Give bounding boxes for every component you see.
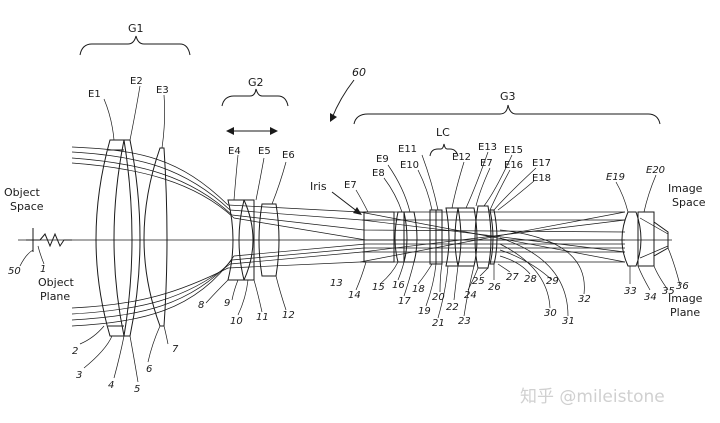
surface-4: 4	[108, 380, 114, 391]
iris-label: Iris	[310, 180, 327, 193]
label-g1: G1	[128, 22, 144, 35]
surface-29: 29	[546, 276, 559, 287]
label-e6: E6	[282, 150, 295, 161]
surface-50: 50	[8, 266, 21, 277]
label-e7-front: E7	[344, 180, 357, 191]
label-e12: E12	[452, 152, 471, 163]
surface-leaders	[79, 229, 681, 383]
surface-2: 2	[72, 346, 78, 357]
surface-25: 25	[472, 276, 485, 287]
label-e10: E10	[400, 160, 419, 171]
surface-11: 11	[256, 312, 269, 323]
surface-19: 19	[418, 306, 431, 317]
label-e2: E2	[130, 76, 143, 87]
g2-bracket	[221, 88, 289, 107]
surface-28: 28	[524, 274, 537, 285]
label-e20: E20	[646, 165, 665, 176]
image-plane-line2: Plane	[670, 306, 700, 319]
surface-8: 8	[198, 300, 204, 311]
surface-9: 9	[224, 298, 230, 309]
label-e15: E15	[504, 145, 523, 156]
object-plane-symbol	[26, 228, 72, 252]
surface-10: 10	[230, 316, 243, 327]
surface-24: 24	[464, 290, 477, 301]
leader-50	[19, 249, 34, 267]
surface-6: 6	[146, 364, 152, 375]
label-e17: E17	[532, 158, 551, 169]
lens-e19	[621, 211, 642, 267]
label-e16: E16	[504, 160, 523, 171]
surface-16: 16	[392, 280, 405, 291]
object-plane-line2: Plane	[40, 290, 70, 303]
label-e5: E5	[258, 146, 271, 157]
image-plane-line1: Image	[668, 292, 703, 305]
image-space-line2: Space	[672, 196, 706, 209]
surface-26: 26	[488, 282, 501, 293]
surface-35: 35	[662, 286, 675, 297]
object-plane-line1: Object	[38, 276, 75, 289]
surface-17: 17	[398, 296, 411, 307]
lc-bracket	[429, 143, 459, 157]
surface-1: 1	[40, 264, 46, 275]
label-system-60: 60	[352, 66, 366, 79]
label-e7-rear: E7	[480, 158, 493, 169]
g2-move-arrow	[226, 127, 278, 135]
lens-e1	[95, 139, 125, 337]
surface-27: 27	[506, 272, 519, 283]
surface-32: 32	[578, 294, 591, 305]
label-e9: E9	[376, 154, 389, 165]
surface-15: 15	[372, 282, 385, 293]
surface-3: 3	[76, 370, 82, 381]
ray-bundle-lower	[71, 243, 625, 327]
label-g3: G3	[500, 90, 516, 103]
label-e8: E8	[372, 168, 385, 179]
label-lc: LC	[436, 126, 450, 139]
label-e4: E4	[228, 146, 241, 157]
element-leaders	[103, 85, 657, 213]
surface-14: 14	[348, 290, 361, 301]
surface-30: 30	[544, 308, 557, 319]
surface-18: 18	[412, 284, 425, 295]
label-g2: G2	[248, 76, 264, 89]
image-space-line1: Image	[668, 182, 703, 195]
system-arrow	[330, 79, 355, 122]
lens-e10-e11	[429, 209, 443, 265]
surface-13: 13	[330, 278, 343, 289]
watermark: 知乎 @mileistone	[520, 387, 665, 407]
surface-7: 7	[172, 344, 179, 355]
surface-22: 22	[446, 302, 459, 313]
label-e13: E13	[478, 142, 497, 153]
surface-36: 36	[676, 281, 689, 292]
lens-e7-front	[363, 211, 395, 263]
label-e19: E19	[606, 172, 625, 183]
label-e1: E1	[88, 89, 101, 100]
surface-20: 20	[432, 292, 445, 303]
label-e18: E18	[532, 173, 551, 184]
surface-21: 21	[432, 318, 445, 329]
label-e3: E3	[156, 85, 169, 96]
surface-34: 34	[644, 292, 657, 303]
leader-1	[37, 245, 45, 265]
object-space-line2: Space	[10, 200, 44, 213]
surface-31: 31	[562, 316, 575, 327]
g3-bracket	[353, 104, 661, 125]
lens-lc-cluster	[445, 205, 498, 269]
label-e11: E11	[398, 144, 417, 155]
iris-arrow	[331, 191, 362, 215]
surface-23: 23	[458, 316, 471, 327]
g1-bracket	[79, 35, 191, 56]
surface-12: 12	[282, 310, 295, 321]
surface-33: 33	[624, 286, 637, 297]
lens-e20-prism	[637, 211, 669, 267]
lens-e5	[243, 199, 255, 281]
surface-5: 5	[134, 384, 140, 395]
object-space-line1: Object	[4, 186, 41, 199]
